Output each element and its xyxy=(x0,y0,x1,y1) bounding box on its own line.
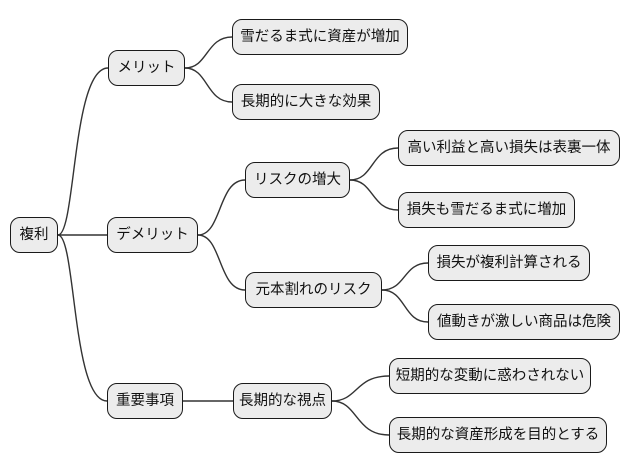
leaf-loss-compound-calculated: 損失が複利計算される xyxy=(428,245,590,281)
node-root-compound-interest: 複利 xyxy=(10,217,58,253)
edge-demerit-principal-loss xyxy=(197,234,246,291)
node-demerit: デメリット xyxy=(107,217,198,253)
leaf-long-term-asset-formation: 長期的な資産形成を目的とする xyxy=(389,417,607,453)
node-root-label: 複利 xyxy=(19,226,49,243)
node-principal-loss-risk: 元本割れのリスク xyxy=(245,272,382,308)
node-merit-label: メリット xyxy=(117,59,176,76)
node-important-matters: 重要事項 xyxy=(107,383,183,419)
edge-principal-loss-compounded xyxy=(381,262,429,291)
node-demerit-label: デメリット xyxy=(116,226,189,243)
node-long-term-view: 長期的な視点 xyxy=(233,383,332,419)
leaf-loss-compound-calculated-label: 損失が複利計算される xyxy=(436,254,582,271)
edge-root-merit xyxy=(57,67,109,236)
edge-risk-highprofit xyxy=(349,147,399,181)
edge-merit-longterm-effect xyxy=(184,67,233,103)
edge-demerit-risk-increase xyxy=(197,179,246,236)
node-risk-increase: リスクの増大 xyxy=(245,162,350,198)
edge-principal-volatile xyxy=(381,289,429,323)
leaf-snowball-asset-growth-label: 雪だるま式に資産が増加 xyxy=(240,28,400,45)
node-long-term-view-label: 長期的な視点 xyxy=(239,392,326,409)
node-risk-increase-label: リスクの増大 xyxy=(254,171,341,188)
leaf-volatile-product-danger-label: 値動きが激しい商品は危険 xyxy=(437,313,611,330)
leaf-snowball-asset-growth: 雪だるま式に資産が増加 xyxy=(232,19,408,55)
node-principal-loss-risk-label: 元本割れのリスク xyxy=(255,281,372,298)
edge-merit-snowball xyxy=(184,36,233,69)
edge-longview-shortterm xyxy=(331,375,390,402)
edge-risk-loss-snowball xyxy=(349,179,399,211)
leaf-high-profit-loss-two-sides: 高い利益と高い損失は表裏一体 xyxy=(398,130,620,166)
leaf-loss-snowball-increase: 損失も雪だるま式に増加 xyxy=(398,192,575,228)
leaf-long-term-big-effect: 長期的に大きな効果 xyxy=(232,84,380,120)
leaf-loss-snowball-increase-label: 損失も雪だるま式に増加 xyxy=(406,201,567,218)
edge-longview-asset-goal xyxy=(331,400,390,436)
leaf-volatile-product-danger: 値動きが激しい商品は危険 xyxy=(428,304,620,340)
leaf-long-term-asset-formation-label: 長期的な資産形成を目的とする xyxy=(396,426,600,443)
edge-root-important xyxy=(57,234,108,402)
node-merit: メリット xyxy=(108,50,185,86)
leaf-high-profit-loss-two-sides-label: 高い利益と高い損失は表裏一体 xyxy=(407,139,611,156)
leaf-short-term-fluctuation-label: 短期的な変動に惑わされない xyxy=(395,367,585,384)
leaf-short-term-fluctuation: 短期的な変動に惑わされない xyxy=(389,358,591,394)
node-important-matters-label: 重要事項 xyxy=(116,392,174,409)
leaf-long-term-big-effect-label: 長期的に大きな効果 xyxy=(240,93,372,110)
